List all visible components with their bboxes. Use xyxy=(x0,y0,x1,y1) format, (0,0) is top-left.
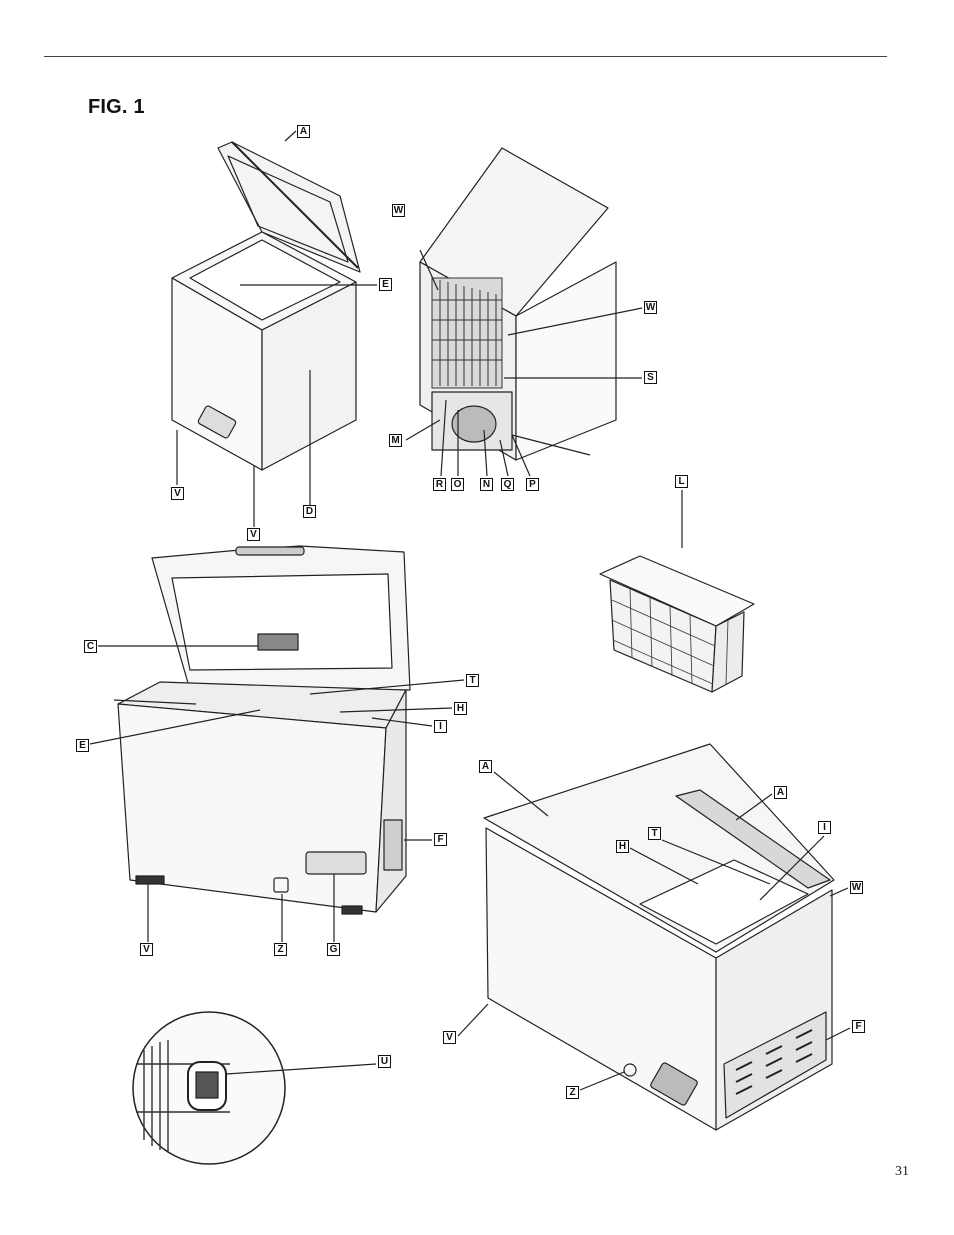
callout-h: H xyxy=(616,840,629,853)
callout-d: D xyxy=(303,505,316,518)
control-panel xyxy=(650,1062,698,1106)
lid-handle xyxy=(235,546,305,556)
callout-a: A xyxy=(479,760,492,773)
leader-p xyxy=(511,434,531,477)
leader-w4 xyxy=(829,887,849,897)
leader-v4 xyxy=(457,1003,489,1037)
leader-f4 xyxy=(825,1027,851,1041)
rear-side xyxy=(515,261,617,461)
leader-p-extension xyxy=(511,434,591,456)
callout-l: L xyxy=(675,475,688,488)
freezer-sliding-lid-view xyxy=(457,743,851,1131)
callout-t: T xyxy=(648,827,661,840)
callout-q: Q xyxy=(501,478,514,491)
callout-c: C xyxy=(84,640,97,653)
callout-i: I xyxy=(818,821,831,834)
lid-handle-rail xyxy=(675,789,831,889)
callout-h: H xyxy=(454,702,467,715)
callout-e: E xyxy=(76,739,89,752)
lock xyxy=(623,1063,637,1077)
callout-p: P xyxy=(526,478,539,491)
header-rule xyxy=(44,56,887,57)
leader-t xyxy=(309,679,465,695)
cavity-opening xyxy=(189,239,341,321)
leader-i xyxy=(371,717,433,727)
open-section xyxy=(639,859,809,945)
callout-z: Z xyxy=(274,943,287,956)
page-number: 31 xyxy=(895,1164,909,1179)
condenser-coil xyxy=(431,277,503,389)
callout-s: S xyxy=(644,371,657,384)
leader-e3 xyxy=(89,709,261,745)
callout-v: V xyxy=(171,487,184,500)
callout-f: F xyxy=(434,833,447,846)
callout-r: R xyxy=(433,478,446,491)
leader-q xyxy=(499,439,509,477)
lock-key-slot xyxy=(195,1071,219,1099)
wire-basket xyxy=(599,490,755,693)
lock xyxy=(273,877,289,893)
light-unit xyxy=(257,633,299,651)
leader-h xyxy=(339,707,453,713)
callout-v: V xyxy=(443,1031,456,1044)
compressor xyxy=(451,405,497,443)
callout-u: U xyxy=(378,1055,391,1068)
front-side xyxy=(261,281,357,471)
freezer-front-open-view xyxy=(171,130,377,527)
control-panel xyxy=(305,851,367,875)
side-vent xyxy=(383,819,403,871)
leader-r xyxy=(440,399,447,477)
leader-z4 xyxy=(579,1071,625,1091)
leader-n xyxy=(483,429,488,477)
lid-inner-panel xyxy=(227,155,349,263)
lid-inner-panel xyxy=(171,573,393,671)
callout-w: W xyxy=(392,204,405,217)
leader-w2 xyxy=(507,307,643,336)
figure-title: FIG. 1 xyxy=(88,96,145,118)
freezer-rear-view xyxy=(405,147,643,477)
leader-a2 xyxy=(735,793,773,821)
callout-a: A xyxy=(297,125,310,138)
leader-i4 xyxy=(759,835,825,901)
callout-o: O xyxy=(451,478,464,491)
callout-f: F xyxy=(852,1020,865,1033)
leader-a xyxy=(284,130,297,142)
vent-grille xyxy=(723,1011,827,1119)
vent-slots xyxy=(735,1029,813,1095)
callout-n: N xyxy=(480,478,493,491)
leader-rim xyxy=(113,699,197,705)
callout-g: G xyxy=(327,943,340,956)
callout-m: M xyxy=(389,434,402,447)
freezer-large-open-view xyxy=(89,545,465,942)
leader-w1 xyxy=(419,249,439,291)
foot-right xyxy=(341,905,363,915)
foot-left xyxy=(135,875,165,885)
callout-e: E xyxy=(379,278,392,291)
leader-u xyxy=(225,1063,377,1075)
leader-a1 xyxy=(493,771,549,817)
callout-v: V xyxy=(140,943,153,956)
callout-w: W xyxy=(644,301,657,314)
callout-z: Z xyxy=(566,1086,579,1099)
leader-m xyxy=(405,419,441,441)
control-panel-small xyxy=(197,405,237,439)
callout-a: A xyxy=(774,786,787,799)
lock-detail-circle xyxy=(132,1011,377,1165)
callout-v: V xyxy=(247,528,260,541)
callout-i: I xyxy=(434,720,447,733)
callout-w: W xyxy=(850,881,863,894)
leader-h4 xyxy=(629,847,699,885)
leader-t4 xyxy=(661,839,771,885)
callout-t: T xyxy=(466,674,479,687)
